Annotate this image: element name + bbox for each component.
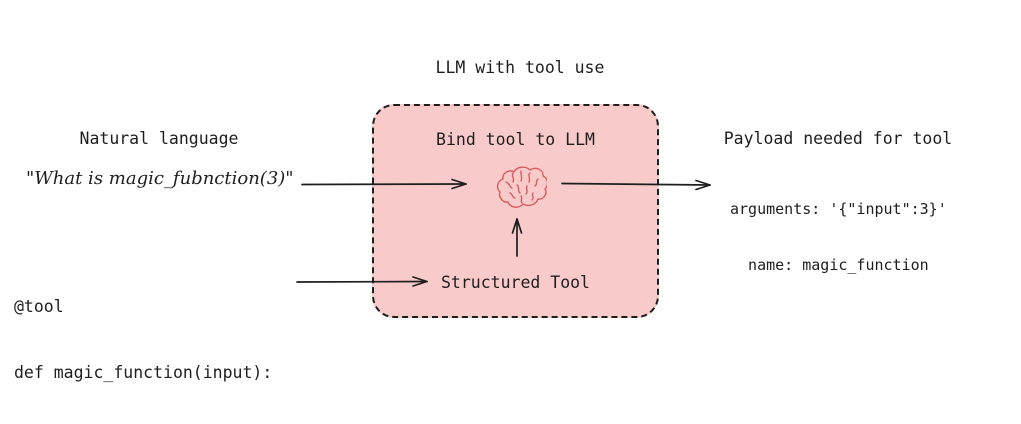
payload-block: arguments: '{"input":3}' name: magic_fun… xyxy=(730,163,947,311)
bind-tool-heading: Bind tool to LLM xyxy=(436,130,595,149)
payload-line: arguments: '{"input":3}' xyxy=(730,200,947,218)
structured-tool-label: Structured Tool xyxy=(440,273,590,292)
natural-language-query: "What is magic_fubnction(3)" xyxy=(26,168,294,189)
code-line: @tool xyxy=(14,297,64,316)
diagram-title: LLM with tool use xyxy=(435,58,605,77)
code-line: def magic_function(input): xyxy=(14,363,273,382)
natural-language-heading: Natural language xyxy=(79,129,239,148)
tool-code-block: @tool def magic_function(input): return … xyxy=(14,252,272,424)
payload-heading: Payload needed for tool xyxy=(723,129,953,148)
brain-icon xyxy=(496,166,547,208)
payload-line: name: magic_function xyxy=(730,255,929,274)
bind-tool-box: Bind tool to LLM Structured Tool xyxy=(372,104,659,318)
